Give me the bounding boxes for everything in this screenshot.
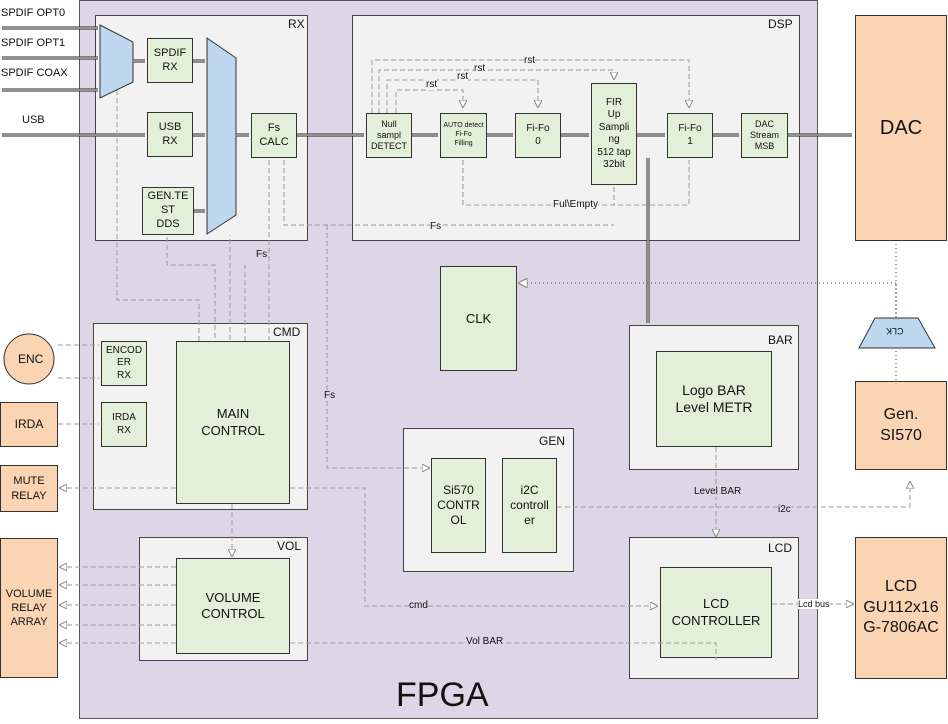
fifo0-module: Fi-Fo 0	[515, 113, 561, 158]
vol-group-label: VOL	[277, 539, 302, 553]
rst-label-3: rst	[457, 71, 469, 82]
rst-label-4: rst	[426, 79, 438, 90]
fs-label-rx: Fs	[256, 249, 268, 260]
clk-module-label: CLK	[465, 311, 492, 326]
volume-relay-array-external: VOLUME RELAY ARRAY	[0, 538, 58, 678]
si570-control-module: Si570 CONTR OL	[431, 458, 486, 553]
dac-stream-module: DAC Stream MSB	[741, 113, 788, 158]
logo-bar-level-meter-module: Logo BAR Level METR	[656, 351, 772, 447]
gen-group-label: GEN	[539, 434, 566, 448]
enc-external-label: ENC	[18, 352, 44, 366]
input-spdif-opt1: SPDIF OPT1	[1, 37, 66, 49]
lcd-bus-label: Lcd bus	[798, 599, 830, 609]
clk-module: CLK	[440, 266, 517, 371]
irda-external: IRDA	[0, 402, 58, 447]
auto-detect-fifo-module: AUTO detect Fi-Fo Filling	[440, 113, 487, 158]
fs-label-gen: Fs	[324, 390, 336, 401]
null-sample-detect-module: Null sampl DETECT	[366, 113, 412, 158]
clk-buffer-label: CLK	[886, 326, 904, 336]
irda-rx-module: IRDA RX	[101, 402, 147, 447]
bar-group-label: BAR	[768, 333, 793, 347]
fir-upsampling-module: FIR Up Sampli ng 512 tap 32bit	[591, 83, 637, 185]
cmd-label: cmd	[409, 600, 428, 611]
input-spdif-coax: SPDIF COAX	[1, 67, 68, 79]
fs-label-dsp: Fs	[430, 221, 442, 232]
gen-test-dds-module: GEN.TE ST DDS	[142, 187, 194, 235]
encoder-rx-module: ENCOD ER RX	[101, 341, 147, 386]
dsp-group-label: DSP	[768, 17, 793, 31]
fpga-title: FPGA	[396, 676, 489, 714]
usb-rx-module: USB RX	[147, 112, 193, 157]
spdif-rx-module: SPDIF RX	[147, 38, 193, 83]
ful-empty-label: Ful\Empty	[553, 199, 599, 210]
lcd-group-label: LCD	[768, 541, 793, 555]
rst-label-2: rst	[474, 63, 486, 74]
volume-control-module: VOLUME CONTROL	[176, 558, 290, 654]
lcd-controller-module: LCD CONTROLLER	[660, 567, 772, 658]
i2c-label: i2c	[778, 504, 791, 515]
cmd-group-label: CMD	[273, 325, 301, 339]
rst-label-1: rst	[524, 55, 536, 66]
vol-bar-label: Vol BAR	[466, 636, 504, 647]
input-usb: USB	[22, 114, 45, 126]
fs-calc-module: Fs CALC	[251, 113, 297, 158]
mute-relay-external: MUTE RELAY	[0, 465, 58, 512]
fifo1-module: Fi-Fo 1	[667, 113, 713, 158]
gen-si570-external: Gen. SI570	[855, 381, 947, 470]
rx-group-label: RX	[288, 17, 305, 31]
i2c-controller-module: i2C controll er	[502, 458, 557, 553]
lcd-display-external: LCD GU112x16 G-7806AC	[855, 537, 947, 679]
dac-external: DAC	[855, 15, 947, 241]
level-bar-label: Level BAR	[694, 486, 742, 497]
input-spdif-opt0: SPDIF OPT0	[1, 7, 66, 19]
main-control-module: MAIN CONTROL	[176, 341, 290, 504]
